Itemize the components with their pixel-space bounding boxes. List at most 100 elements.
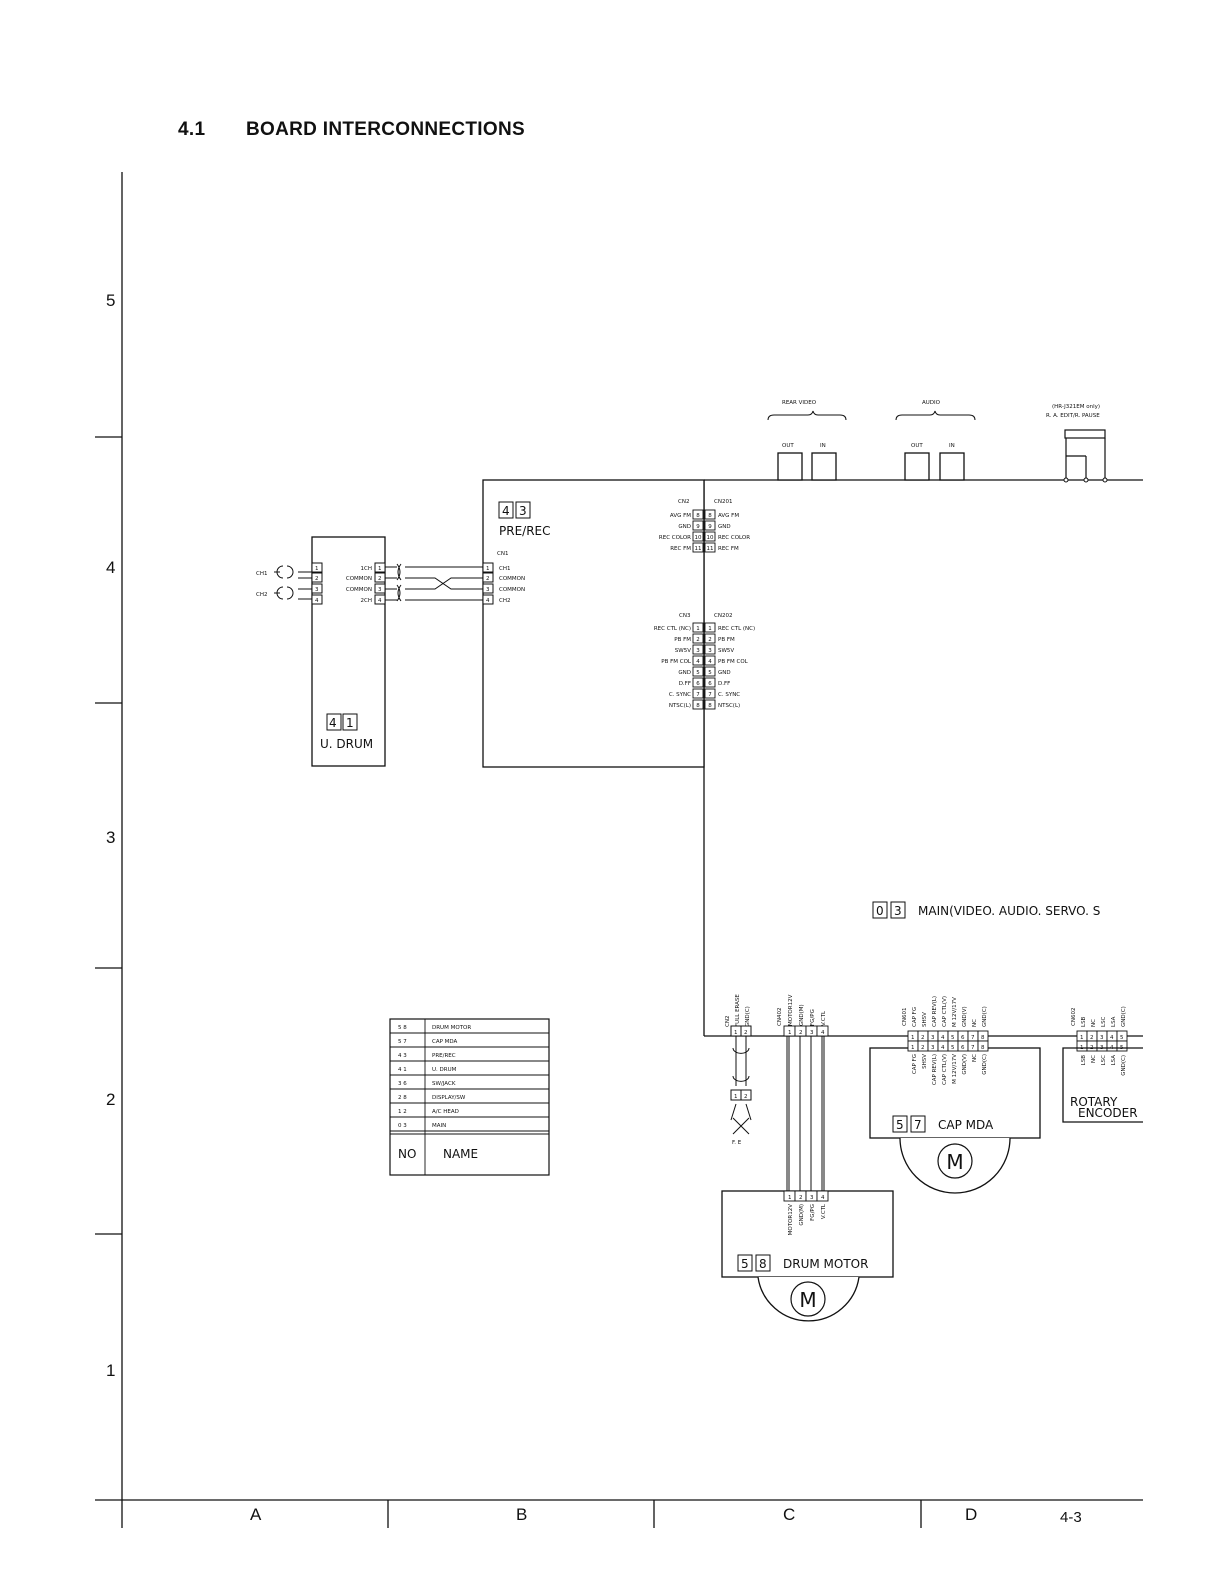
udrum-signal-2: COMMON <box>346 576 372 582</box>
cn601-top-signal-6: GND(V) <box>962 1006 968 1027</box>
udrum-signal-3: COMMON <box>346 587 372 593</box>
capmda-signal-7: NC <box>972 1054 978 1062</box>
cn201-right-3: REC COLOR <box>718 535 750 541</box>
cn2-left-4: REC FM <box>670 546 691 552</box>
cn2-left-2: GND <box>678 524 691 530</box>
udrum-right-pin-3: 3 <box>378 587 382 593</box>
rear-video-out-label: OUT <box>782 443 794 449</box>
udrum-right-pin-4: 4 <box>378 598 382 604</box>
cn601-pin-3: 3 <box>931 1035 935 1041</box>
page-number: 4-3 <box>1060 1509 1082 1526</box>
cn3-pin-3: 3 <box>696 648 700 654</box>
cn2-pin-1: 8 <box>696 513 700 519</box>
cn602-top-signal-3: LSC <box>1101 1016 1107 1027</box>
cn202-right-6: D.FF <box>718 681 730 687</box>
cn601-pin-8: 8 <box>981 1035 985 1041</box>
row-label-4: 4 <box>106 558 115 577</box>
cn201-pin-2: 9 <box>708 524 712 530</box>
cn601-connector: CN601 1 2 3 4 5 6 7 8 CAP FG SHSV CAP RE… <box>902 996 989 1042</box>
cn1-signal-3: COMMON <box>499 587 525 593</box>
cn202-pin-8: 8 <box>708 703 712 709</box>
udrum-no-1: 4 <box>329 716 337 730</box>
prerec-name: PRE/REC <box>499 524 551 538</box>
capmda-pin-6: 6 <box>961 1045 965 1051</box>
cn402-connector: CN402 MOTOR12V GND(M) FG/PG V.CTL 1 2 3 … <box>777 994 829 1191</box>
cn202-right-2: PB FM <box>718 637 735 643</box>
capmda-name: CAP MDA <box>938 1118 994 1132</box>
cn1-pin-4: 4 <box>486 598 490 604</box>
cn201-right-1: AVG FM <box>718 513 739 519</box>
cn201-pin-4: 11 <box>707 546 714 552</box>
rotary-name-2: ENCODER <box>1078 1106 1138 1120</box>
full-erase-connector: CN2 FULL ERASE GND(C) 1 2 1 2 F. E <box>725 994 752 1146</box>
cn402-signal-1: MOTOR12V <box>788 994 794 1026</box>
row-label-1: 1 <box>106 1361 115 1380</box>
cn601-pin-4: 4 <box>941 1035 945 1041</box>
parts-row-5-no: 3 6 <box>398 1081 407 1087</box>
cn602-pin-5: 5 <box>1120 1035 1124 1041</box>
cn202-right-3: SW5V <box>718 648 734 654</box>
cn602-name: CN602 <box>1071 1008 1077 1026</box>
cn601-pin-5: 5 <box>951 1035 955 1041</box>
audio-label: AUDIO <box>922 400 941 406</box>
cn201-pin-1: 8 <box>708 513 712 519</box>
model-note: (HR-J321EM only) <box>1052 404 1100 410</box>
cn202-right-5: GND <box>718 670 731 676</box>
udrum-ext-ch1: CH1 <box>256 571 267 577</box>
fe-signal-2: GND(C) <box>745 1006 751 1027</box>
audio-jacks: AUDIO OUT IN <box>895 400 976 481</box>
capmda-signal-8: GND(C) <box>982 1054 988 1075</box>
udrum-no-2: 1 <box>346 716 354 730</box>
section-number: 4.1 <box>178 119 206 140</box>
cn3-pin-7: 7 <box>696 692 700 698</box>
grid-row-labels: 5 4 3 2 1 <box>106 291 115 1380</box>
cn601-top-signal-1: CAP FG <box>912 1007 918 1027</box>
udrum-left-pin-4: 4 <box>315 598 319 604</box>
cn602-pin-1: 1 <box>1080 1035 1084 1041</box>
fe-pin-2: 2 <box>744 1030 748 1036</box>
drum-motor-board: 1 2 3 4 MOTOR12V GND(M) FG/PG V.CTL 5 8 … <box>721 1190 894 1322</box>
audio-in-label: IN <box>949 443 955 449</box>
audio-out-jack <box>904 452 930 481</box>
capmda-signal-3: CAP REV(L) <box>932 1054 938 1085</box>
cn2-pin-2: 9 <box>696 524 700 530</box>
rear-video-in-label: IN <box>820 443 826 449</box>
cn402-signal-4: V.CTL <box>821 1010 827 1026</box>
cn202-pin-6: 6 <box>708 681 712 687</box>
drum-pin-3: 3 <box>810 1195 814 1201</box>
parts-row-2-no: 5 7 <box>398 1039 407 1045</box>
encoder-signal-3: LSC <box>1101 1055 1107 1066</box>
cn602-top-signal-4: LSA <box>1111 1016 1117 1027</box>
cn601-top-signal-8: GND(C) <box>982 1006 988 1027</box>
capmda-no-1: 5 <box>896 1118 904 1132</box>
grid-frame <box>95 172 1143 1528</box>
parts-row-8-no: 0 3 <box>398 1123 407 1129</box>
drum-motor-symbol: M <box>799 1288 816 1312</box>
drum-motor-icon <box>790 1281 826 1317</box>
fe-signal-1: FULL ERASE <box>735 994 741 1027</box>
rear-video-jacks: REAR VIDEO OUT IN <box>767 400 847 481</box>
cn3-left-7: C. SYNC <box>669 692 691 698</box>
parts-row-7-no: 1 2 <box>398 1109 407 1115</box>
parts-row-6-name: DISPLAY/SW <box>432 1095 466 1101</box>
col-label-b: B <box>516 1505 527 1524</box>
cn602-pin-3: 3 <box>1100 1035 1104 1041</box>
grid-column-labels: A B C D <box>250 1505 977 1524</box>
cn602-top-signal-1: LSB <box>1081 1016 1087 1027</box>
capmda-pin-4: 4 <box>941 1045 945 1051</box>
parts-header-name: NAME <box>443 1147 478 1161</box>
cap-mda-board: 1 2 3 4 5 6 7 8 CAP FG SHSV CAP REV(L) C… <box>869 1040 1041 1194</box>
capmda-signal-5: M 12V/17V <box>952 1054 958 1084</box>
col-label-a: A <box>250 1505 262 1524</box>
main-no-1: 0 <box>876 904 884 918</box>
cn3-left-6: D.FF <box>679 681 691 687</box>
cn3-pin-8: 8 <box>696 703 700 709</box>
cn601-top-signal-3: CAP REV(L) <box>932 996 938 1027</box>
cn2-pin-3: 10 <box>695 535 702 541</box>
edit-pause-jack: (HR-J321EM only) R. A. EDIT/R. PAUSE <box>1046 404 1108 483</box>
cn601-pin-6: 6 <box>961 1035 965 1041</box>
encoder-signal-5: GND(C) <box>1121 1055 1127 1076</box>
drum-signal-2: GND(M) <box>799 1204 805 1226</box>
rotary-name-1: ROTARY <box>1070 1095 1118 1109</box>
cn601-top-signal-4: CAP CTL(V) <box>942 996 948 1027</box>
